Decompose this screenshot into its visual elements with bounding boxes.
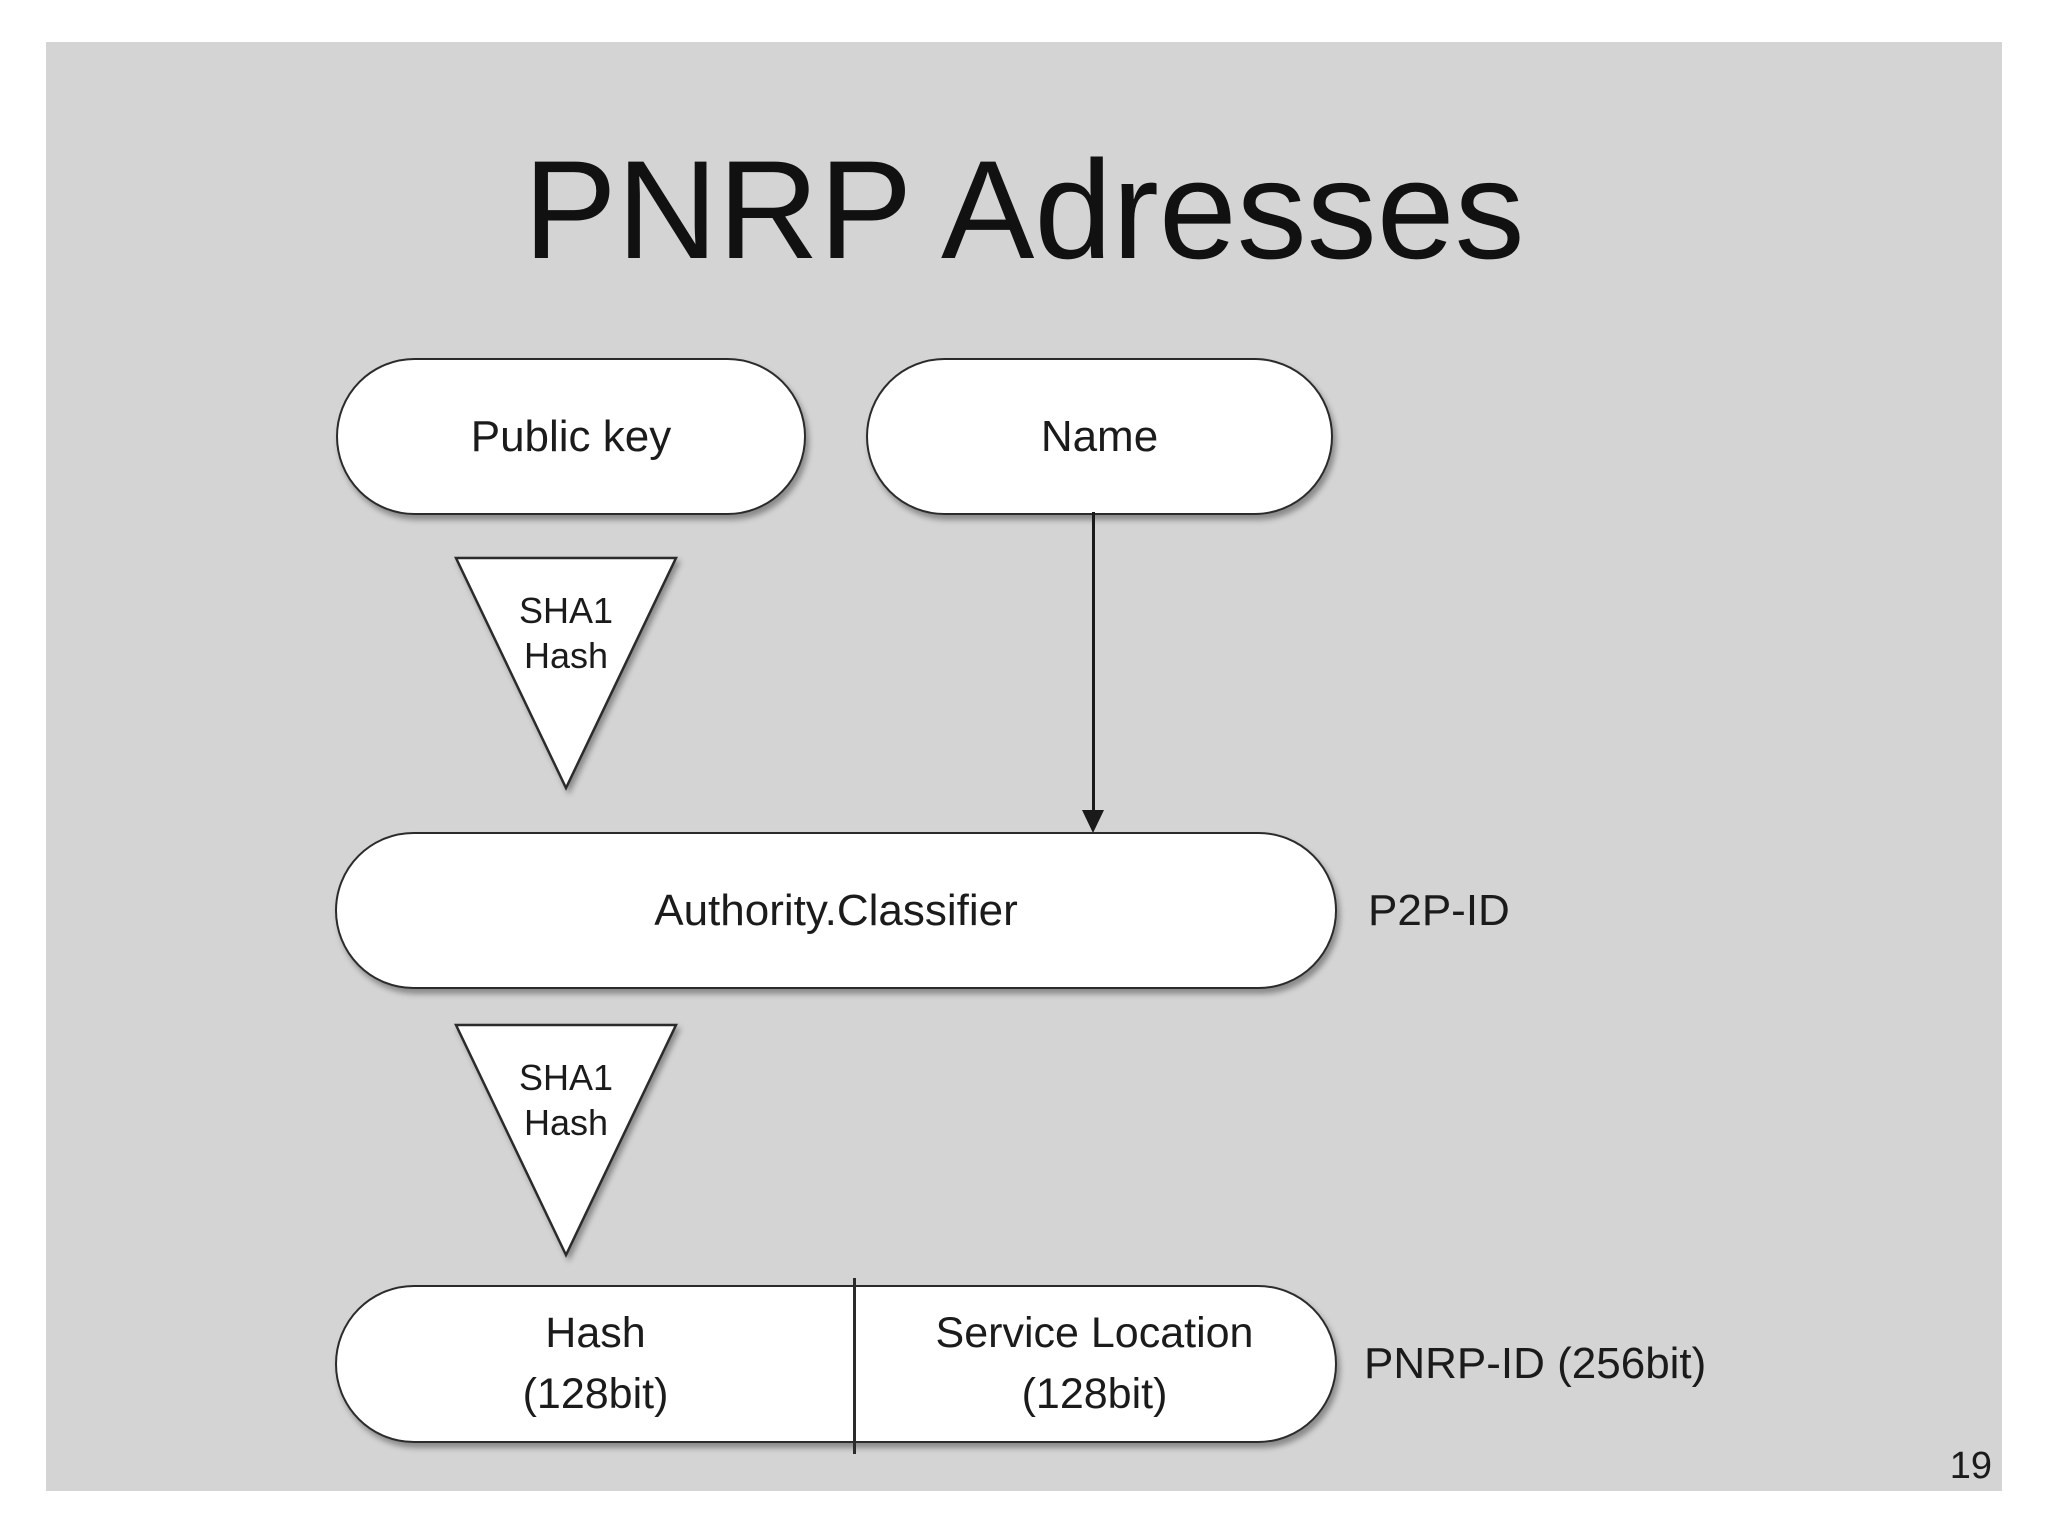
- slide-title: PNRP Adresses: [523, 131, 1525, 288]
- sha1-funnel-bottom-triangle-icon: [454, 1023, 678, 1258]
- name-to-authority-arrowhead-icon: [1082, 810, 1104, 833]
- pnrp-id-node: Hash (128bit) Service Location (128bit): [335, 1285, 1337, 1443]
- pnrp-id-cells: Hash (128bit) Service Location (128bit): [337, 1287, 1335, 1441]
- sha1-funnel-bottom-line2: Hash: [523, 1102, 609, 1143]
- authority-classifier-node: Authority.Classifier: [335, 832, 1337, 989]
- sha1-funnel-top-line1: SHA1: [518, 590, 614, 631]
- authority-classifier-label: Authority.Classifier: [654, 885, 1018, 935]
- sha1-funnel-bottom-label: SHA1 Hash: [450, 1055, 682, 1145]
- sha1-funnel-top-triangle-icon: [454, 556, 678, 791]
- pnrp-id-label: PNRP-ID (256bit): [1364, 1339, 1707, 1388]
- public-key-node: Public key: [336, 358, 806, 515]
- slide: PNRP Adresses Public key Name SHA1 Hash …: [46, 42, 2002, 1491]
- service-location-cell: Service Location (128bit): [854, 1287, 1335, 1441]
- pnrp-cell-divider: [853, 1278, 856, 1454]
- service-location-cell-line1: Service Location: [935, 1309, 1254, 1357]
- name-to-authority-arrow-line: [1092, 512, 1095, 812]
- sha1-funnel-top-line2: Hash: [523, 635, 609, 676]
- public-key-label: Public key: [470, 411, 672, 461]
- sha1-funnel-bottom-line1: SHA1: [518, 1057, 614, 1098]
- hash-cell-line2: (128bit): [522, 1370, 669, 1418]
- p2p-id-label: P2P-ID: [1368, 886, 1510, 935]
- sha1-funnel-top-label: SHA1 Hash: [450, 588, 682, 678]
- hash-cell-line1: Hash: [545, 1309, 646, 1357]
- service-location-cell-line2: (128bit): [1021, 1370, 1168, 1418]
- hash-cell: Hash (128bit): [337, 1287, 854, 1441]
- page-number: 19: [1949, 1445, 1992, 1487]
- name-node: Name: [866, 358, 1333, 515]
- name-label: Name: [1040, 411, 1159, 461]
